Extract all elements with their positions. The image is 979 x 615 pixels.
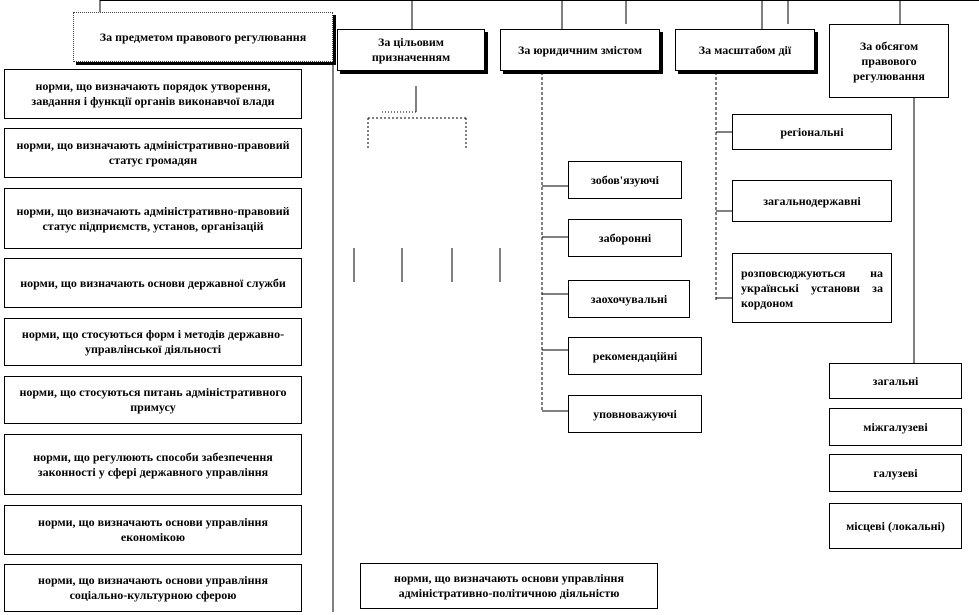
subject-item: норми, що регулюють способи забезпечення… xyxy=(4,434,302,495)
subject-item: норми, що визначають основи управління с… xyxy=(4,564,302,612)
scope-item: загальні xyxy=(829,363,962,399)
legal-item: зобов'язуючі xyxy=(568,161,682,199)
subject-item: норми, що стосуються форм і методів держ… xyxy=(4,318,302,366)
scale-item: регіональні xyxy=(732,114,892,150)
legal-item: заборонні xyxy=(568,219,682,257)
subject-item: норми, що визначають адміністративно-пра… xyxy=(4,188,302,249)
scope-item: галузеві xyxy=(829,454,962,492)
header-scale: За масштабом дії xyxy=(675,29,815,71)
subject-item: норми, що визначають основи державної сл… xyxy=(4,258,302,308)
header-scope: За обсягом правового регулювання xyxy=(829,24,949,98)
header-legal: За юридичним змістом xyxy=(500,29,660,71)
subject-item: норми, що визначають адміністративно-пра… xyxy=(4,128,302,178)
admin-political-box: норми, що визначають основи управління а… xyxy=(360,563,658,609)
legal-item: уповноважуючі xyxy=(568,395,702,433)
legal-item: заохочувальні xyxy=(568,280,690,318)
subject-item: норми, що стосуються питань адміністрати… xyxy=(4,376,302,424)
scope-item: міжгалузеві xyxy=(829,408,962,446)
scale-item: розповсюджуються на українські установи … xyxy=(732,253,892,323)
legal-item: рекомендаційні xyxy=(568,337,702,375)
scope-item: місцеві (локальні) xyxy=(829,503,962,549)
header-purpose: За цільовим призначенням xyxy=(337,29,485,71)
subject-item: норми, що визначають порядок утворення, … xyxy=(4,69,302,119)
subject-item: норми, що визначають основи управління е… xyxy=(4,505,302,555)
scale-item: загальнодержавні xyxy=(732,180,892,222)
header-subject: За предметом правового регулювання xyxy=(73,12,333,62)
